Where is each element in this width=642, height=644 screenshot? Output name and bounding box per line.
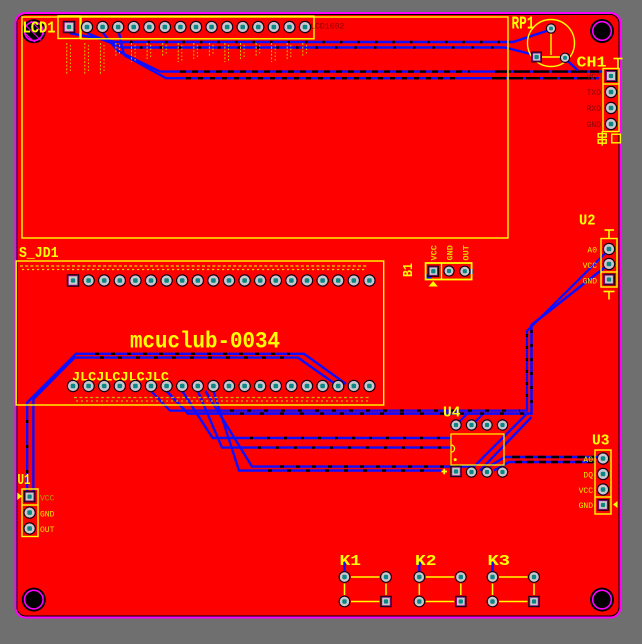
svg-text:GND: GND: [583, 277, 598, 286]
svg-text:RP1: RP1: [512, 15, 535, 35]
svg-text:VCC: VCC: [40, 495, 55, 504]
svg-text:K2: K2: [415, 553, 437, 570]
svg-text:OUT: OUT: [40, 526, 55, 535]
svg-text:GND: GND: [40, 510, 55, 519]
svg-text:K1: K1: [340, 553, 362, 570]
svg-text:CH1: CH1: [577, 55, 607, 72]
svg-text:U1: U1: [18, 473, 31, 489]
svg-text:S_JD1: S_JD1: [19, 245, 59, 262]
svg-text:U4: U4: [443, 406, 461, 422]
svg-text:K3: K3: [488, 553, 511, 570]
svg-text:VCC: VCC: [583, 262, 598, 271]
svg-text:U2: U2: [579, 214, 596, 230]
svg-text:TXD: TXD: [587, 89, 602, 98]
svg-text:U3: U3: [592, 434, 610, 450]
svg-text:GND: GND: [579, 502, 594, 511]
svg-text:GND: GND: [587, 121, 602, 130]
svg-text:A0: A0: [583, 456, 593, 465]
svg-text:LCD1602: LCD1602: [310, 22, 344, 32]
svg-text:RXD: RXD: [587, 105, 602, 114]
svg-text:JLCJLCJLCJLC: JLCJLCJLCJLC: [72, 371, 170, 385]
svg-text:B1: B1: [401, 263, 417, 277]
svg-text:LCD1: LCD1: [23, 20, 56, 39]
svg-text:OUT: OUT: [462, 245, 472, 260]
svg-text:VCC: VCC: [587, 73, 602, 82]
svg-text:DQ: DQ: [583, 471, 593, 480]
svg-text:GND: GND: [446, 245, 456, 260]
svg-text:mcuclub-0034: mcuclub-0034: [130, 329, 280, 355]
svg-text:VCC: VCC: [430, 245, 440, 260]
svg-text:VCC: VCC: [579, 487, 594, 496]
svg-text:A0: A0: [587, 247, 597, 256]
